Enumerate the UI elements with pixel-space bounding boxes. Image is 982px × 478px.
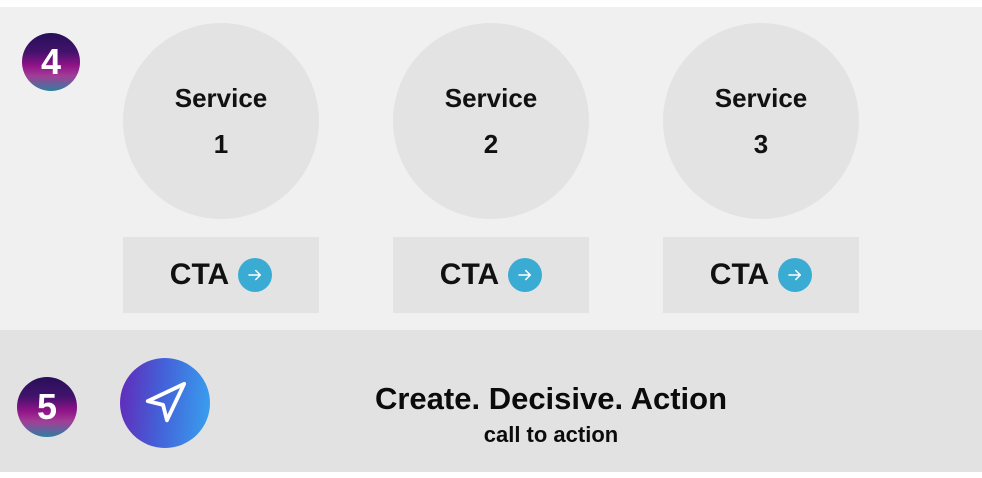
step-number: 5 <box>36 386 58 427</box>
cta-subtitle: call to action <box>483 422 619 447</box>
service-column-3: Service 3 CTA <box>661 23 861 313</box>
step-number: 4 <box>40 41 62 82</box>
service-label: Service <box>174 83 268 113</box>
service-number: 1 <box>213 129 229 159</box>
cta-button-3[interactable]: CTA <box>663 237 859 313</box>
services-row: Service 1 CTA Service 2 CTA <box>0 7 982 313</box>
service-label: Service <box>714 83 808 113</box>
cta-label: CTA <box>439 258 500 291</box>
arrow-right-icon <box>238 258 273 292</box>
service-label: Service <box>444 83 538 113</box>
cta-label: CTA <box>709 258 770 291</box>
arrow-right-icon <box>508 258 543 292</box>
service-2-placeholder: Service 2 <box>393 23 589 219</box>
service-number: 2 <box>483 129 499 159</box>
service-column-2: Service 2 CTA <box>391 23 591 313</box>
cta-text-block: Create. Decisive. Action call to action <box>120 382 982 448</box>
step-badge-4: 4 <box>22 33 80 91</box>
send-icon <box>120 358 210 448</box>
cta-button-1[interactable]: CTA <box>123 237 319 313</box>
service-column-1: Service 1 CTA <box>121 23 321 313</box>
service-number: 3 <box>753 129 769 159</box>
cta-button-2[interactable]: CTA <box>393 237 589 313</box>
cta-label: CTA <box>169 258 230 291</box>
service-1-placeholder: Service 1 <box>123 23 319 219</box>
arrow-right-icon <box>778 258 813 292</box>
step-badge-5: 5 <box>17 377 77 437</box>
cta-title: Create. Decisive. Action <box>374 381 728 416</box>
cta-section: 5 Create. Decisive. Action call to actio… <box>0 330 982 472</box>
service-3-placeholder: Service 3 <box>663 23 859 219</box>
services-section: 4 Service 1 CTA Service 2 <box>0 7 982 330</box>
